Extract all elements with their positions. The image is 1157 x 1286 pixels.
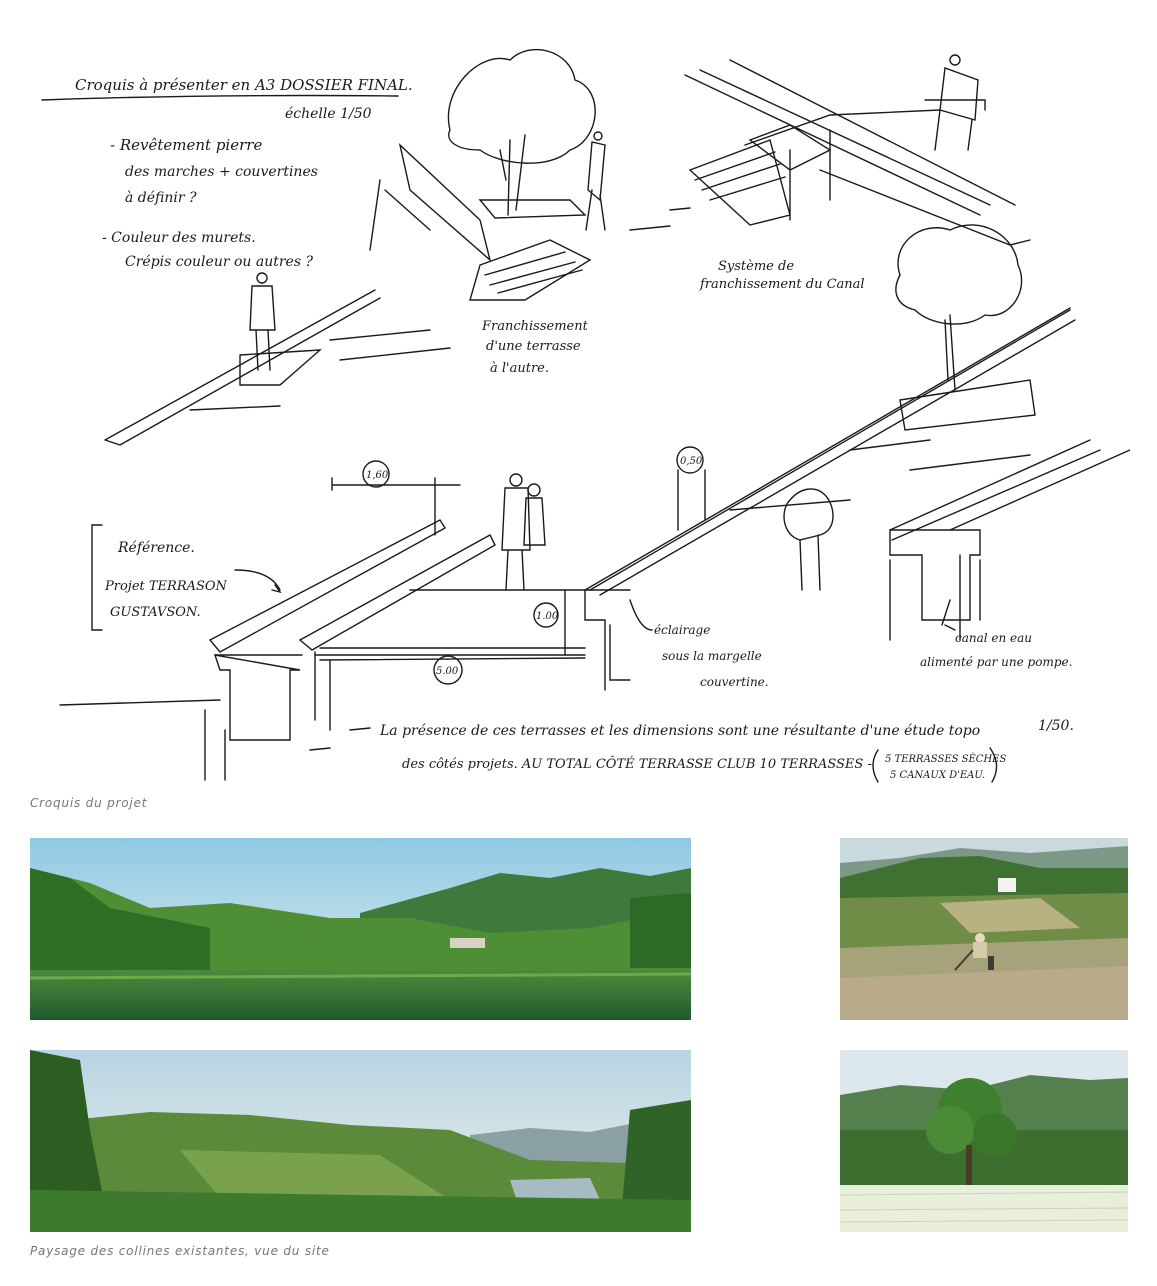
label-franchissement: Franchissement bbox=[481, 319, 589, 334]
dimension-1-60: 1,60 bbox=[366, 470, 389, 481]
note-revetement-2: des marches + couvertines bbox=[125, 164, 318, 180]
dimension-1-00: 1.00 bbox=[536, 611, 559, 622]
photo-hills-panorama bbox=[30, 1050, 691, 1232]
project-sketch: Croquis à présenter en A3 DOSSIER FINAL.… bbox=[30, 30, 1130, 790]
note-couleur: - Couleur des murets. bbox=[102, 230, 256, 246]
label-eclairage-2: sous la margelle bbox=[662, 649, 762, 663]
label-canal: canal en eau bbox=[955, 631, 1032, 645]
photo-farmer-field bbox=[840, 838, 1128, 1020]
caption-sketch: Croquis du projet bbox=[30, 796, 148, 810]
sketch-scale: échelle 1/50 bbox=[285, 106, 372, 122]
caption-photos: Paysage des collines existantes, vue du … bbox=[30, 1244, 330, 1258]
sketch-title: Croquis à présenter en A3 DOSSIER FINAL. bbox=[75, 76, 413, 94]
bottom-paren-1: 5 TERRASSES SÈCHES bbox=[885, 753, 1006, 765]
photo-tree-meadow bbox=[840, 1050, 1128, 1232]
bottom-note: La présence de ces terrasses et les dime… bbox=[379, 723, 980, 739]
bottom-paren-2: 5 CANAUX D'EAU. bbox=[890, 770, 985, 781]
dimension-0-50: 0,50 bbox=[680, 456, 703, 467]
label-systeme-2: franchissement du Canal bbox=[699, 277, 865, 292]
label-franchissement-3: à l'autre. bbox=[490, 361, 549, 376]
label-eclairage-3: couvertine. bbox=[700, 675, 769, 689]
label-eclairage: éclairage bbox=[654, 623, 710, 637]
label-systeme: Système de bbox=[718, 259, 794, 274]
bottom-note-2: des côtés projets. AU TOTAL CÔTÉ TERRASS… bbox=[402, 755, 872, 772]
label-canal-2: alimenté par une pompe. bbox=[920, 655, 1072, 669]
sketch-drawing: Croquis à présenter en A3 DOSSIER FINAL.… bbox=[41, 49, 1130, 783]
note-couleur-2: Crépis couleur ou autres ? bbox=[125, 254, 313, 270]
reference-author: GUSTAVSON. bbox=[110, 605, 201, 620]
note-revetement: - Revêtement pierre bbox=[110, 136, 262, 154]
scale-note-right: 1/50. bbox=[1038, 718, 1074, 734]
label-franchissement-2: d'une terrasse bbox=[486, 339, 581, 354]
reference-project: Projet TERRASON bbox=[104, 579, 228, 594]
reference-title: Référence. bbox=[117, 540, 195, 556]
note-revetement-3: à définir ? bbox=[125, 190, 197, 206]
photo-lake-panorama bbox=[30, 838, 691, 1020]
dimension-5-00: 5.00 bbox=[436, 666, 459, 677]
